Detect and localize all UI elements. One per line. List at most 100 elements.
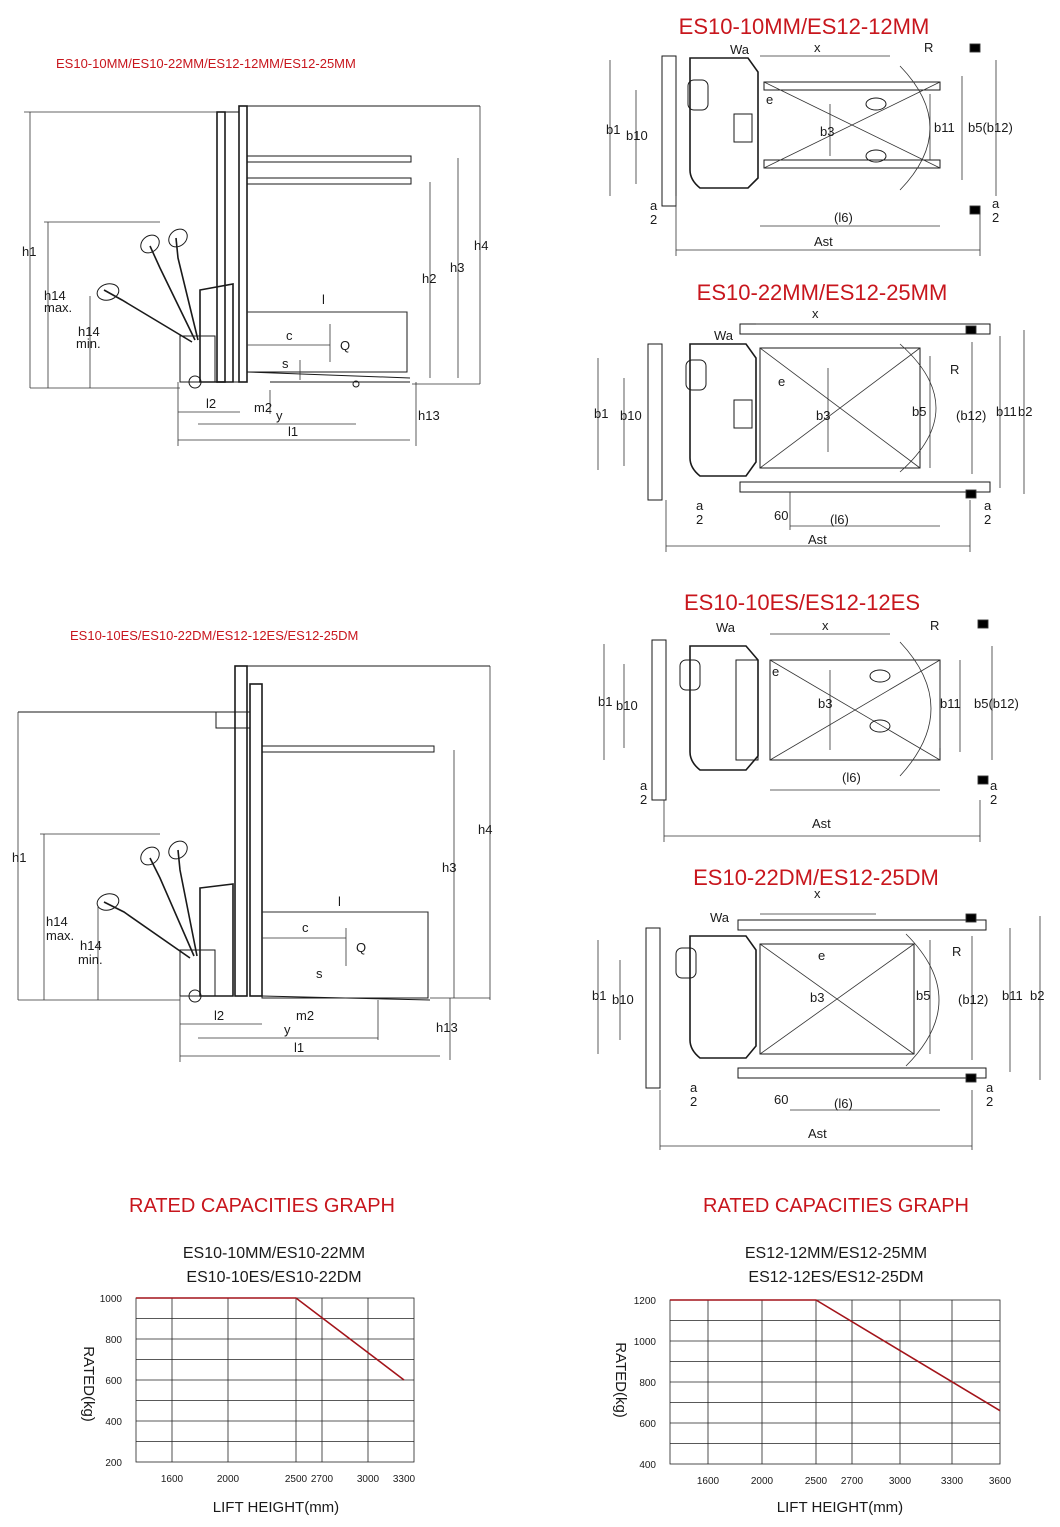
svg-text:(b12): (b12): [956, 408, 986, 423]
svg-text:Ast: Ast: [812, 816, 831, 831]
svg-text:a: a: [990, 778, 998, 793]
svg-text:b1: b1: [598, 694, 612, 709]
chart-x-tick-label: 1600: [697, 1476, 720, 1487]
svg-text:b10: b10: [626, 128, 648, 143]
rated-capacity-chart-right: ES12-12MM/ES12-25MM ES12-12ES/ES12-25DM …: [612, 1245, 1012, 1516]
svg-text:2: 2: [986, 1094, 993, 1109]
chart-x-tick-label: 2500: [805, 1476, 828, 1487]
svg-text:h13: h13: [436, 1020, 458, 1035]
svg-text:s: s: [316, 966, 323, 981]
chart-left-xlabel: LIFT HEIGHT(mm): [213, 1499, 339, 1516]
plan-title-3: ES10-10ES/ES12-12ES: [684, 590, 920, 615]
chart-y-tick-label: 1000: [634, 1337, 657, 1348]
svg-text:R: R: [924, 40, 933, 55]
svg-text:Wa: Wa: [710, 910, 730, 925]
svg-text:a: a: [984, 498, 992, 513]
svg-text:b10: b10: [620, 408, 642, 423]
plan-view-4-labels: Wa x R e b1 b10 b3 b5 (b12) b11 b2 60 (l…: [592, 886, 1044, 1141]
svg-text:Wa: Wa: [730, 42, 750, 57]
svg-text:b5: b5: [916, 988, 930, 1003]
side-view-drawing-bottom: [17, 665, 491, 1062]
chart-y-tick-label: 800: [105, 1335, 122, 1346]
chart-x-tick-label: 2700: [841, 1476, 864, 1487]
svg-text:h14: h14: [44, 288, 66, 303]
plan-view-3: [603, 619, 993, 842]
svg-text:(l6): (l6): [830, 512, 849, 527]
svg-text:x: x: [822, 618, 829, 633]
svg-text:60: 60: [774, 508, 788, 523]
rated-capacity-chart-left: ES10-10MM/ES10-22MM ES10-10ES/ES10-22DM …: [80, 1245, 416, 1516]
svg-text:c: c: [302, 920, 309, 935]
svg-text:60: 60: [774, 1092, 788, 1107]
chart-y-tick-label: 200: [105, 1458, 122, 1469]
svg-text:h14: h14: [78, 324, 100, 339]
chart-y-tick-label: 400: [639, 1460, 656, 1471]
chart-left-title: ES10-10MM/ES10-22MM: [183, 1245, 365, 1262]
svg-text:b11: b11: [934, 120, 955, 135]
svg-text:Wa: Wa: [714, 328, 734, 343]
svg-text:2: 2: [690, 1094, 697, 1109]
svg-text:b2: b2: [1030, 988, 1044, 1003]
chart-y-tick-label: 1200: [634, 1296, 657, 1307]
chart-x-tick-label: 3000: [357, 1474, 380, 1485]
svg-text:h14: h14: [46, 914, 68, 929]
chart-y-tick-label: 1000: [100, 1294, 123, 1305]
plan-view-1-labels: Wa x R e b1 b10 b3 b11 b5(b12) (l6) Ast …: [606, 40, 1013, 249]
chart-right-subtitle: ES12-12ES/ES12-25DM: [748, 1269, 923, 1286]
svg-text:b11: b11: [1002, 988, 1023, 1003]
svg-text:2: 2: [640, 792, 647, 807]
chart-x-tick-label: 2000: [217, 1474, 240, 1485]
svg-text:m2: m2: [296, 1008, 314, 1023]
svg-text:Wa: Wa: [716, 620, 736, 635]
svg-text:a: a: [640, 778, 648, 793]
chart-x-tick-label: 3300: [941, 1476, 964, 1487]
svg-text:x: x: [814, 40, 821, 55]
svg-text:h3: h3: [450, 260, 464, 275]
svg-text:h4: h4: [478, 822, 492, 837]
svg-text:b3: b3: [818, 696, 832, 711]
svg-text:b2: b2: [1018, 404, 1032, 419]
chart-right-title: ES12-12MM/ES12-25MM: [745, 1245, 927, 1262]
plan-view-1: [609, 43, 997, 256]
chart-x-tick-label: 1600: [161, 1474, 184, 1485]
svg-text:b11: b11: [996, 404, 1017, 419]
svg-text:a: a: [690, 1080, 698, 1095]
graph-heading-left: RATED CAPACITIES GRAPH: [129, 1195, 395, 1217]
svg-text:b11: b11: [940, 696, 961, 711]
svg-text:(l6): (l6): [834, 210, 853, 225]
side-view-drawing-top: [24, 105, 481, 446]
svg-text:(l6): (l6): [842, 770, 861, 785]
svg-text:y: y: [276, 408, 283, 423]
svg-text:e: e: [772, 664, 779, 679]
chart-x-tick-label: 3000: [889, 1476, 912, 1487]
svg-text:R: R: [952, 944, 961, 959]
svg-text:Ast: Ast: [808, 532, 827, 547]
svg-text:a: a: [992, 196, 1000, 211]
svg-text:max.: max.: [44, 300, 72, 315]
svg-text:(b12): (b12): [958, 992, 988, 1007]
chart-x-tick-label: 2500: [285, 1474, 308, 1485]
svg-text:2: 2: [990, 792, 997, 807]
svg-text:Q: Q: [356, 940, 366, 955]
svg-text:l1: l1: [294, 1040, 304, 1055]
svg-text:s: s: [282, 356, 289, 371]
graph-heading-right: RATED CAPACITIES GRAPH: [703, 1195, 969, 1217]
svg-text:y: y: [284, 1022, 291, 1037]
svg-text:l: l: [338, 894, 341, 909]
plan-view-2-labels: Wa x R e b1 b10 b3 b5 (b12) b11 b2 60 (l…: [594, 306, 1032, 547]
chart-left-subtitle: ES10-10ES/ES10-22DM: [186, 1269, 361, 1286]
svg-text:2: 2: [650, 212, 657, 227]
plan-view-3-labels: Wa x R e b1 b10 b3 b11 b5(b12) (l6) Ast …: [598, 618, 1019, 831]
svg-text:b3: b3: [820, 124, 834, 139]
svg-text:b10: b10: [612, 992, 634, 1007]
svg-text:b5(b12): b5(b12): [968, 120, 1013, 135]
svg-text:a: a: [650, 198, 658, 213]
svg-text:e: e: [766, 92, 773, 107]
svg-text:Ast: Ast: [814, 234, 833, 249]
svg-text:l1: l1: [288, 424, 298, 439]
svg-text:2: 2: [992, 210, 999, 225]
svg-text:2: 2: [696, 512, 703, 527]
svg-text:b5: b5: [912, 404, 926, 419]
svg-text:b1: b1: [594, 406, 608, 421]
side-view-labels-top: h1 h14 max. h14 min. h2 h3 h4 l c Q s l2…: [22, 238, 488, 439]
